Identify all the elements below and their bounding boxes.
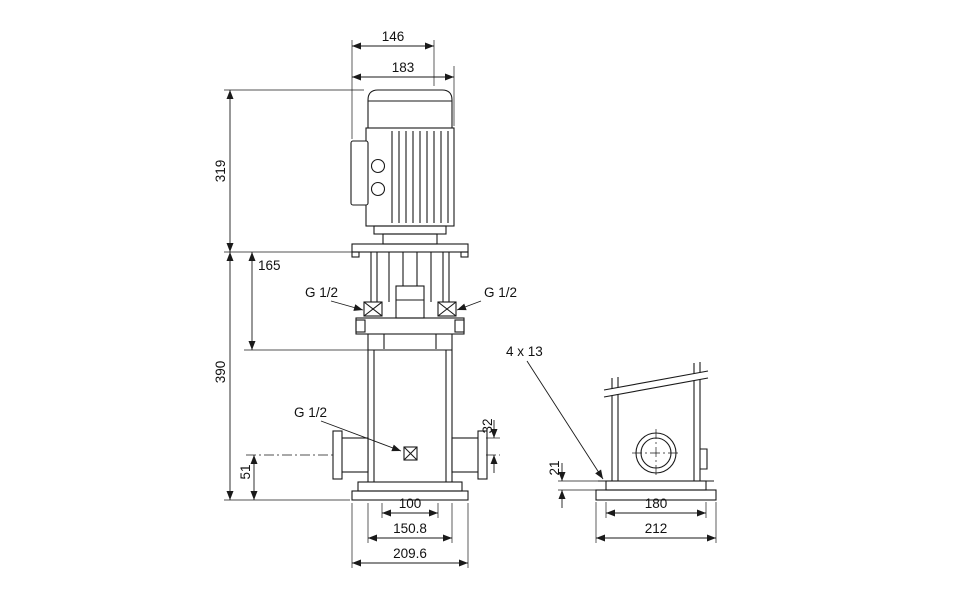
- base-holes-label: 4 x 13: [506, 344, 543, 359]
- leader-base-holes: [526, 360, 604, 480]
- leader-g12-drain: [320, 420, 402, 452]
- cable-entry-bottom: [370, 181, 386, 197]
- side-tab: [700, 448, 708, 470]
- port-label-g12-left: G 1/2: [305, 285, 338, 300]
- dimension-labels: 146 183 319 165 390 51 32 100 150.8 209.…: [213, 29, 667, 561]
- port-label-g12-drain: G 1/2: [294, 405, 327, 420]
- vent-plug-right: [437, 301, 457, 317]
- dim-label-150-8: 150.8: [393, 521, 427, 536]
- coupling-plate: [351, 243, 469, 253]
- dim-label-100: 100: [399, 496, 422, 511]
- leader-lines: [320, 300, 604, 480]
- pump-base: [351, 481, 469, 501]
- front-view-pump: [332, 89, 488, 501]
- dim-label-165: 165: [258, 258, 281, 273]
- side-extension-lines: [558, 480, 717, 543]
- dim-label-183: 183: [392, 60, 415, 75]
- vent-plug-left: [363, 301, 383, 317]
- side-dimension-lines: [558, 463, 716, 542]
- leader-g12-right: [456, 300, 482, 311]
- port-label-g12-right: G 1/2: [484, 285, 517, 300]
- dim-label-390: 390: [213, 361, 228, 384]
- dim-label-180: 180: [645, 496, 668, 511]
- base-end-view: [595, 480, 717, 501]
- dim-label-51: 51: [238, 464, 253, 479]
- motor-fan-cover: [367, 89, 453, 128]
- cable-entry-top: [370, 158, 386, 174]
- coupling-zone: [370, 252, 450, 319]
- discharge-port: [451, 430, 488, 480]
- dim-label-212: 212: [645, 521, 668, 536]
- dim-label-209-6: 209.6: [393, 546, 427, 561]
- sleeve-end-view: [611, 379, 701, 481]
- side-view-centerlines: [632, 429, 680, 477]
- break-lines: [603, 362, 709, 398]
- dim-label-32: 32: [480, 418, 495, 433]
- terminal-box: [350, 140, 369, 206]
- pump-head-flange: [355, 317, 465, 335]
- drain-plug: [403, 446, 418, 461]
- dim-label-21: 21: [547, 460, 562, 475]
- dimension-lines: [226, 42, 498, 567]
- front-view-dimensions: [224, 40, 604, 568]
- leader-g12-left: [330, 300, 364, 311]
- side-view-dimensions: [558, 463, 717, 543]
- dim-label-319: 319: [213, 160, 228, 183]
- dim-label-146: 146: [382, 29, 405, 44]
- extension-lines: [224, 40, 500, 568]
- suction-port: [332, 430, 369, 480]
- motor-fins: [391, 131, 449, 223]
